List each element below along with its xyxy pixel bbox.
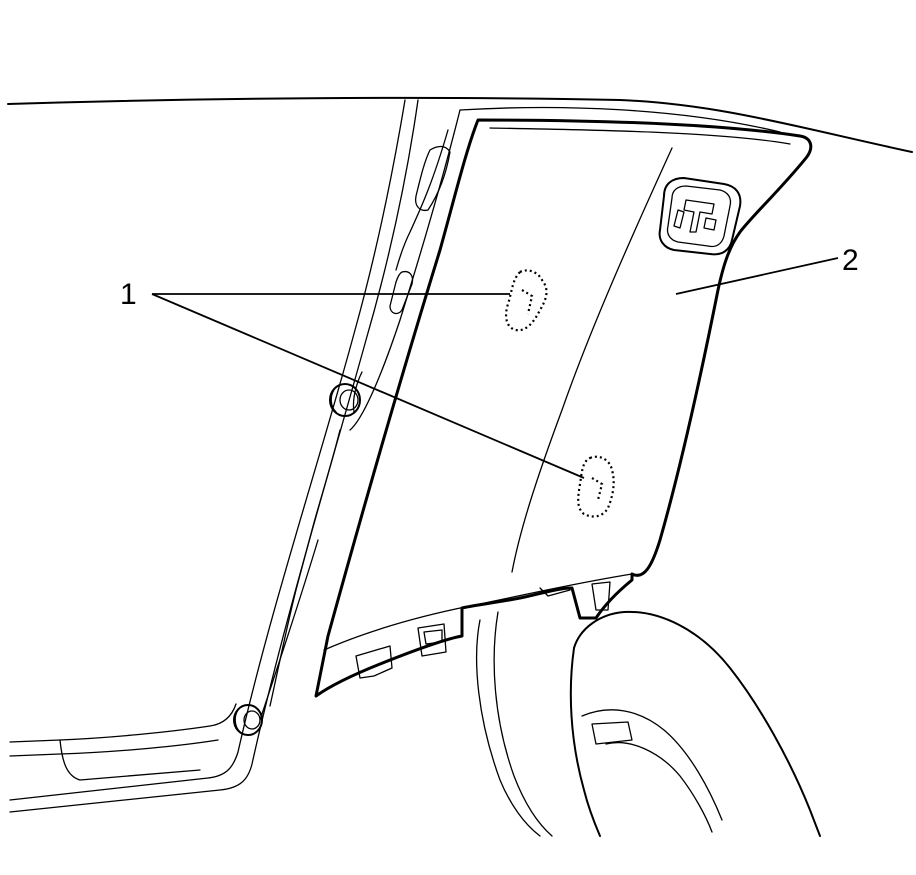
lower-fastener-nut [233, 704, 263, 736]
upper-fastener-nut [329, 383, 361, 417]
door-opening-frame [9, 99, 461, 813]
seatbelt-guide [658, 177, 742, 256]
callout-1-label: 1 [120, 278, 137, 311]
hidden-retainer-upper [505, 269, 548, 332]
leader-lines [151, 257, 839, 479]
hidden-retainer-lower [577, 455, 615, 518]
roof-edge [7, 96, 913, 153]
seat-back [569, 610, 821, 837]
callout-2-label: 2 [842, 244, 859, 277]
trim-panel [314, 118, 813, 698]
side-bolster [475, 611, 553, 837]
